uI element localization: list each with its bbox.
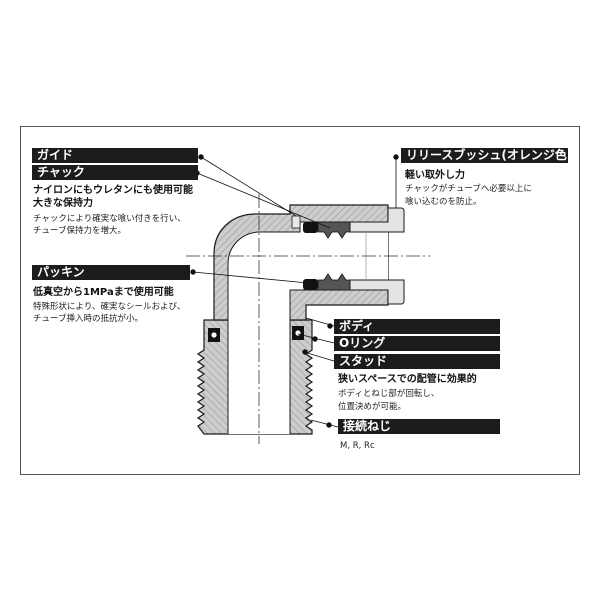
stud-note-2: 位置決めが可能。 <box>338 402 407 412</box>
release-bush-top <box>349 207 405 233</box>
chuck-note-1: チャックにより確実な喰い付きを行い、 <box>33 214 186 224</box>
guide-ring <box>291 215 301 229</box>
leader-dot-connection-thread <box>326 422 332 428</box>
o-ring-left-center <box>211 332 217 338</box>
packing-seal-top <box>303 222 318 233</box>
release-bush-note-2: 喰い込むのを防止。 <box>405 197 482 207</box>
release-bush-note-1: チャックがチューブへ必要以上に <box>405 184 532 194</box>
packing-note-2: チューブ挿入時の抵抗が小。 <box>33 314 143 324</box>
leader-dot-release-bush <box>393 154 399 160</box>
chuck-note-2: チューブ保持力を増大。 <box>33 226 126 236</box>
release-bush-bottom <box>349 279 405 305</box>
release-bush-feature-1: 軽い取外し力 <box>405 170 465 181</box>
connection-thread-types: M, R, Rc <box>340 441 375 451</box>
leader-dot-o-ring <box>312 336 318 342</box>
leader-packing <box>192 271 309 284</box>
diagram-frame <box>20 126 580 475</box>
release-bush-label: リリースブッシュ(オレンジ色) <box>401 148 568 163</box>
chuck-feature-1: ナイロンにもウレタンにも使用可能 <box>33 185 193 196</box>
chuck-feature-2: 大きな保持力 <box>33 198 93 209</box>
leader-dot-body <box>327 323 333 329</box>
packing-label: パッキン <box>32 265 190 280</box>
flow-bore <box>228 222 388 434</box>
o-ring-label: Oリング <box>334 336 500 351</box>
leader-dot-guide <box>198 154 204 160</box>
leader-dot-packing <box>190 269 196 275</box>
leader-connection-thread <box>310 419 339 428</box>
leader-lines <box>190 154 399 428</box>
chuck-label: チャック <box>32 165 198 180</box>
packing-note-1: 特殊形状により、確実なシールおよび、 <box>33 302 186 312</box>
connection-thread-label: 接続ねじ <box>338 419 500 434</box>
body-label: ボディ <box>334 319 500 334</box>
guide-label: ガイド <box>32 148 198 163</box>
stud-note-1: ボディとねじ部が回転し、 <box>338 389 440 399</box>
stud-label: スタッド <box>334 354 500 369</box>
leader-guide <box>200 156 297 217</box>
packing-feature-1: 低真空から1MPaまで使用可能 <box>33 287 174 298</box>
packing-seal-bottom <box>303 279 318 290</box>
stud-feature-1: 狭いスペースでの配管に効果的 <box>338 374 477 385</box>
leader-stud <box>303 351 335 362</box>
leader-dot-stud <box>302 349 308 355</box>
leader-chuck <box>196 172 331 229</box>
